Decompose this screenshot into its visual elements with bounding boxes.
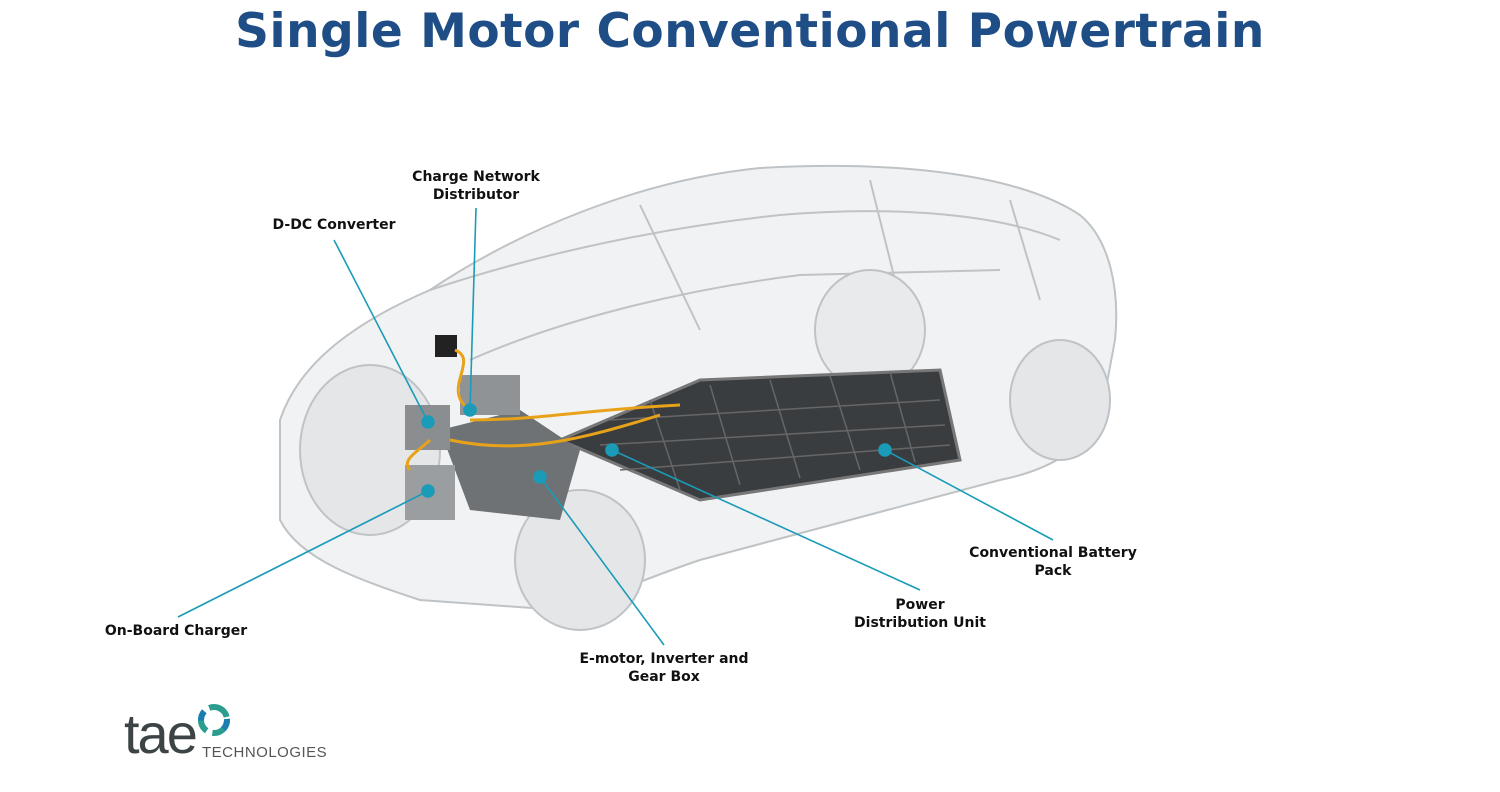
label-line: Gear Box: [628, 669, 700, 685]
label-line: Power: [895, 597, 945, 613]
label-line: Pack: [1034, 563, 1072, 579]
label-line: E-motor, Inverter and: [579, 651, 749, 667]
cables: [406, 348, 681, 472]
logo-wordmark: tae: [124, 702, 198, 765]
label-line: Charge Network: [412, 169, 540, 185]
label-line: Conventional Battery: [969, 545, 1137, 561]
callout-lines: [177, 207, 1054, 646]
battery-pack: [556, 368, 962, 502]
label-dc-dc-converter: D-DC Converter: [273, 216, 396, 234]
page-title: Single Motor Conventional Powertrain: [235, 4, 1265, 59]
label-on-board-charger: On-Board Charger: [105, 622, 247, 640]
swirl-icon: [198, 704, 230, 736]
label-line: D-DC Converter: [272, 217, 396, 233]
label-line: Distributor: [432, 187, 520, 203]
label-line: On-Board Charger: [104, 623, 248, 639]
label-line: Distribution Unit: [854, 615, 986, 631]
logo-subtitle: TECHNOLOGIES: [202, 744, 328, 761]
